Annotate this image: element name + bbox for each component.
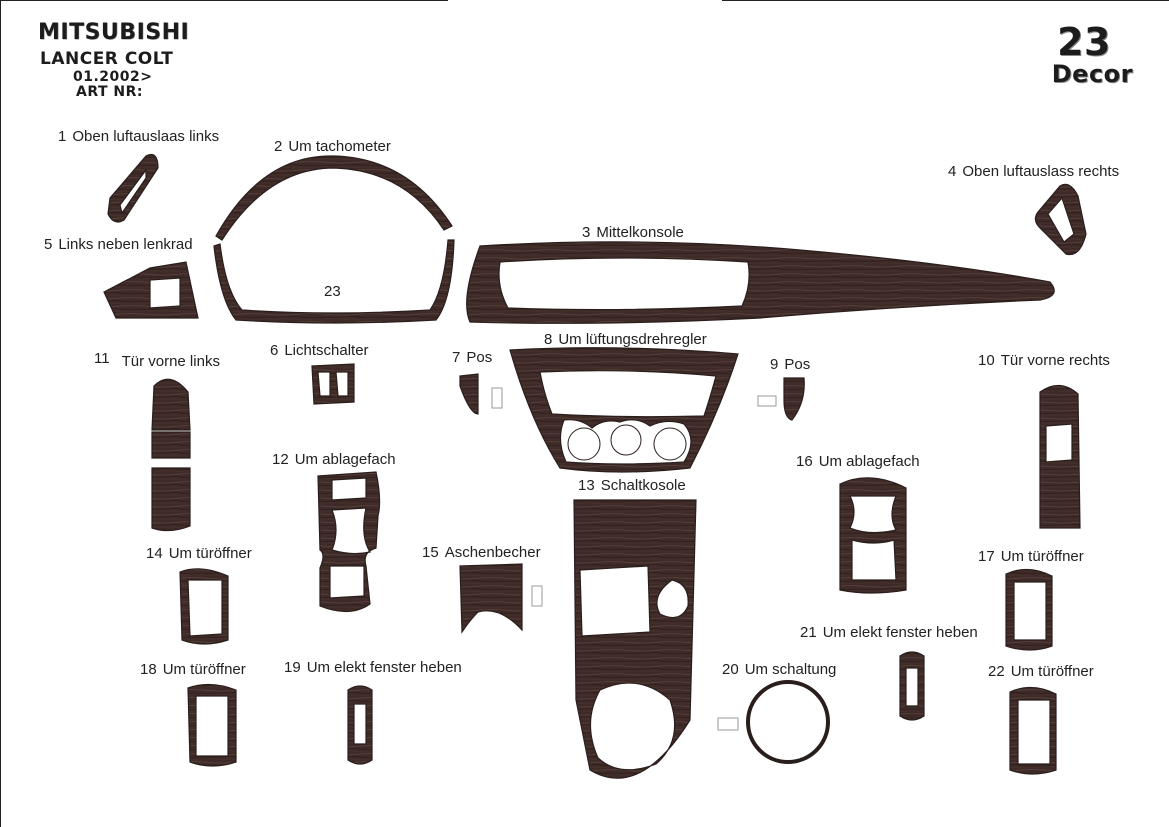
- part-11-door-front-left: [151, 378, 191, 532]
- part-4-vent-right: [1034, 183, 1087, 256]
- art-number-label: ART NR:: [76, 84, 144, 100]
- kit-number: 23: [1057, 20, 1111, 64]
- part-9-pos: [757, 377, 805, 421]
- brand-title: MITSUBISHI: [38, 20, 190, 45]
- model-title: LANCER COLT: [40, 49, 174, 69]
- part-8-vent-dial-surround: [509, 347, 739, 473]
- model-date: 01.2002>: [73, 69, 153, 85]
- part-15-ashtray: [459, 563, 543, 634]
- part-21-window-switch-surround: [899, 651, 925, 721]
- part-13-shift-console: [573, 499, 697, 779]
- part-23-tach-lower: [213, 239, 455, 324]
- part-19-window-switch-surround: [347, 685, 373, 765]
- label-part-23: 23: [324, 283, 341, 300]
- part-18-door-handle-surround: [187, 683, 237, 767]
- kit-name: Decor: [1051, 60, 1133, 88]
- part-2-speedometer-surround: [215, 155, 453, 241]
- part-17-door-handle-surround: [1005, 568, 1053, 651]
- part-12-storage-surround: [317, 471, 381, 613]
- frame-line-left: [0, 0, 1, 827]
- part-5-left-of-steering: [103, 261, 199, 319]
- frame-line-top-left: [0, 0, 448, 1]
- part-14-door-handle-surround: [179, 568, 229, 645]
- part-10-door-front-right: [1039, 384, 1081, 529]
- part-3-center-console: [466, 241, 1055, 324]
- part-1-vent-left: [107, 153, 159, 223]
- part-20-shift-ring: [717, 680, 830, 764]
- part-7-pos: [459, 373, 503, 415]
- frame-line-top-right: [722, 0, 1169, 1]
- part-22-door-handle-surround: [1009, 686, 1057, 775]
- part-6-light-switch: [311, 363, 355, 405]
- part-16-storage-surround: [839, 477, 907, 594]
